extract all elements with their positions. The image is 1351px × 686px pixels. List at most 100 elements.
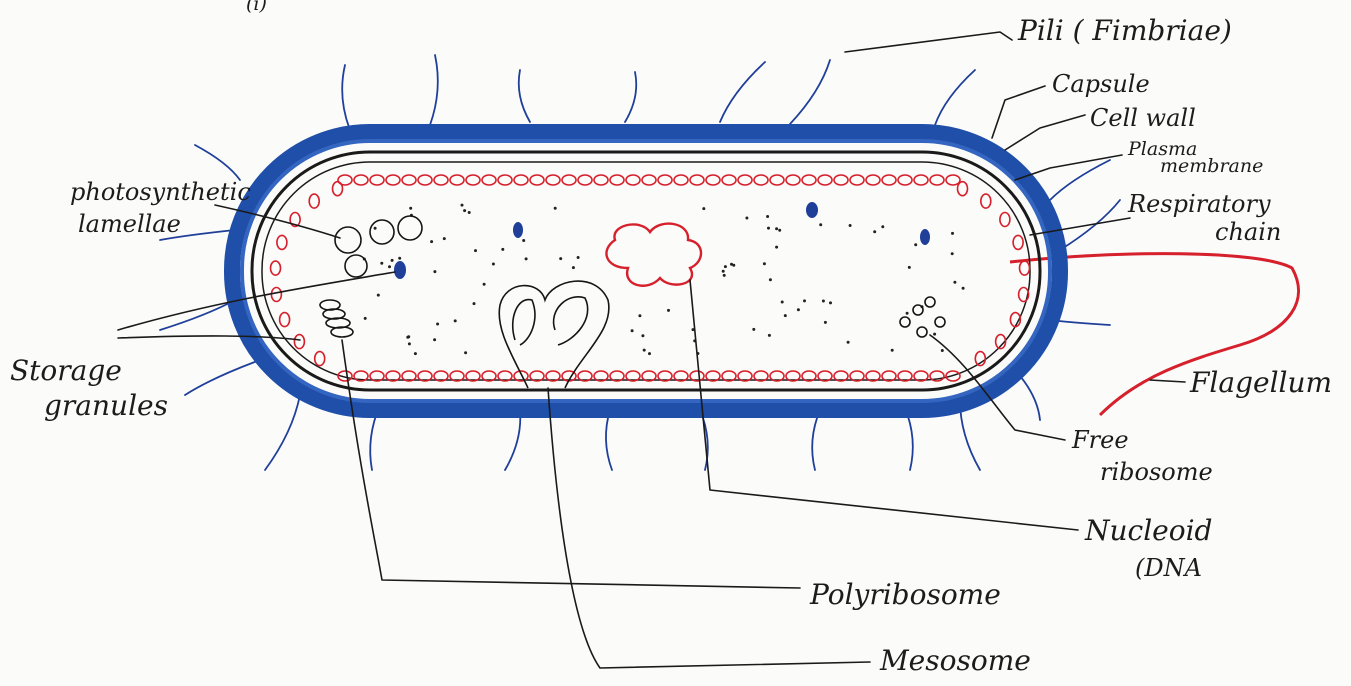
cytoplasm-dot [559,257,562,260]
cytoplasm-dot [377,294,380,297]
membrane-bead [370,175,384,185]
cytoplasm-dot [464,351,467,354]
membrane-bead [514,175,528,185]
membrane-bead [354,175,368,185]
plasma-membrane [262,162,1030,380]
cytoplasm-dot [941,349,944,352]
cytoplasm-dot [723,274,726,277]
cytoplasm-dot [763,262,766,265]
cytoplasm-dot [953,281,956,284]
membrane-bead [1020,261,1030,275]
cytoplasm-dot [769,278,772,281]
cytoplasm-dot [461,204,464,207]
membrane-bead [434,175,448,185]
cytoplasm-dot [388,265,391,268]
membrane-bead [610,175,624,185]
pili-leader [845,32,1012,52]
storage-granules [394,202,930,279]
label-photosynthetic-1: photosynthetic [70,178,251,206]
cytoplasm-dot [768,334,771,337]
cytoplasm-dot [522,239,525,242]
pilus [265,395,300,470]
label-storage-2: granules [44,389,168,422]
cytoplasm-dot [474,249,477,252]
cell-wall-leader [1005,115,1085,150]
label-top-partial: (i) [246,0,267,15]
membrane-bead [386,175,400,185]
cytoplasm-dot [501,248,504,251]
cytoplasm-dot [409,207,412,210]
cytoplasm-dot [641,334,644,337]
pilus [519,70,530,122]
cytoplasm-dot [824,321,827,324]
cytoplasm-dot [473,302,476,305]
membrane-bead [754,175,768,185]
membrane-bead [271,288,281,302]
cytoplasm-dot [468,211,471,214]
pilus [935,70,975,125]
membrane-bead [882,175,896,185]
membrane-bead [866,175,880,185]
cytoplasm-dot [906,312,909,315]
membrane-bead [674,175,688,185]
membrane-bead [294,335,304,349]
label-plasma-2: membrane [1160,155,1263,177]
cell-wall [252,152,1040,390]
cytoplasm-dot [891,349,894,352]
membrane-bead [333,182,343,196]
membrane-bead [578,175,592,185]
cytoplasm-dot [638,314,641,317]
pilus [790,60,830,124]
respiratory-chain-beads [271,175,1030,381]
label-respiratory-1: Respiratory [1127,190,1271,218]
label-storage-1: Storage [10,354,122,387]
cytoplasm-dot [631,329,634,332]
membrane-bead [450,175,464,185]
cytoplasm-dot [398,257,401,260]
pilus [430,55,438,125]
label-cell-wall: Cell wall [1090,104,1196,132]
cytoplasm-dot [525,257,528,260]
cytoplasm-dot [724,265,727,268]
cytoplasm-dot [454,319,457,322]
membrane-bead [594,175,608,185]
nucleoid-dna [606,224,701,286]
cytoplasm-dot [443,237,446,240]
membrane-bead [562,175,576,185]
cytoplasm-dot [752,328,755,331]
membrane-bead [834,175,848,185]
cytoplasm-dot [492,263,495,266]
membrane-bead [418,175,432,185]
cytoplasm-dot [784,314,787,317]
flagellum-leader [1150,380,1185,382]
membrane-bead [315,352,325,366]
cytoplasm-dot [822,300,825,303]
pilus [342,65,350,130]
label-flagellum: Flagellum [1189,366,1332,399]
membrane-bead [466,175,480,185]
cytoplasm-dot [951,252,954,255]
cytoplasm-dot [775,227,778,230]
cytoplasm-dot [391,259,394,262]
free-ribosomes [900,297,945,337]
cytoplasm-dot [847,341,850,344]
cytoplasm-dot [554,207,557,210]
pilus [720,62,765,122]
membrane-bead [690,175,704,185]
membrane-bead [1013,235,1023,249]
membrane-bead [546,175,560,185]
membrane-bead [498,175,512,185]
cytoplasm-dot [849,224,852,227]
membrane-bead [898,175,912,185]
label-polyribosome: Polyribosome [809,578,1001,611]
membrane-bead [958,182,968,196]
cytoplasm-dot [414,352,417,355]
membrane-bead [277,235,287,249]
label-capsule: Capsule [1052,70,1150,98]
mesosome-leader [548,388,870,668]
cytoplasm-dot [819,223,822,226]
cytoplasm-dot [908,266,911,269]
membrane-bead [770,175,784,185]
pilus [606,410,612,470]
pilus [185,360,260,395]
